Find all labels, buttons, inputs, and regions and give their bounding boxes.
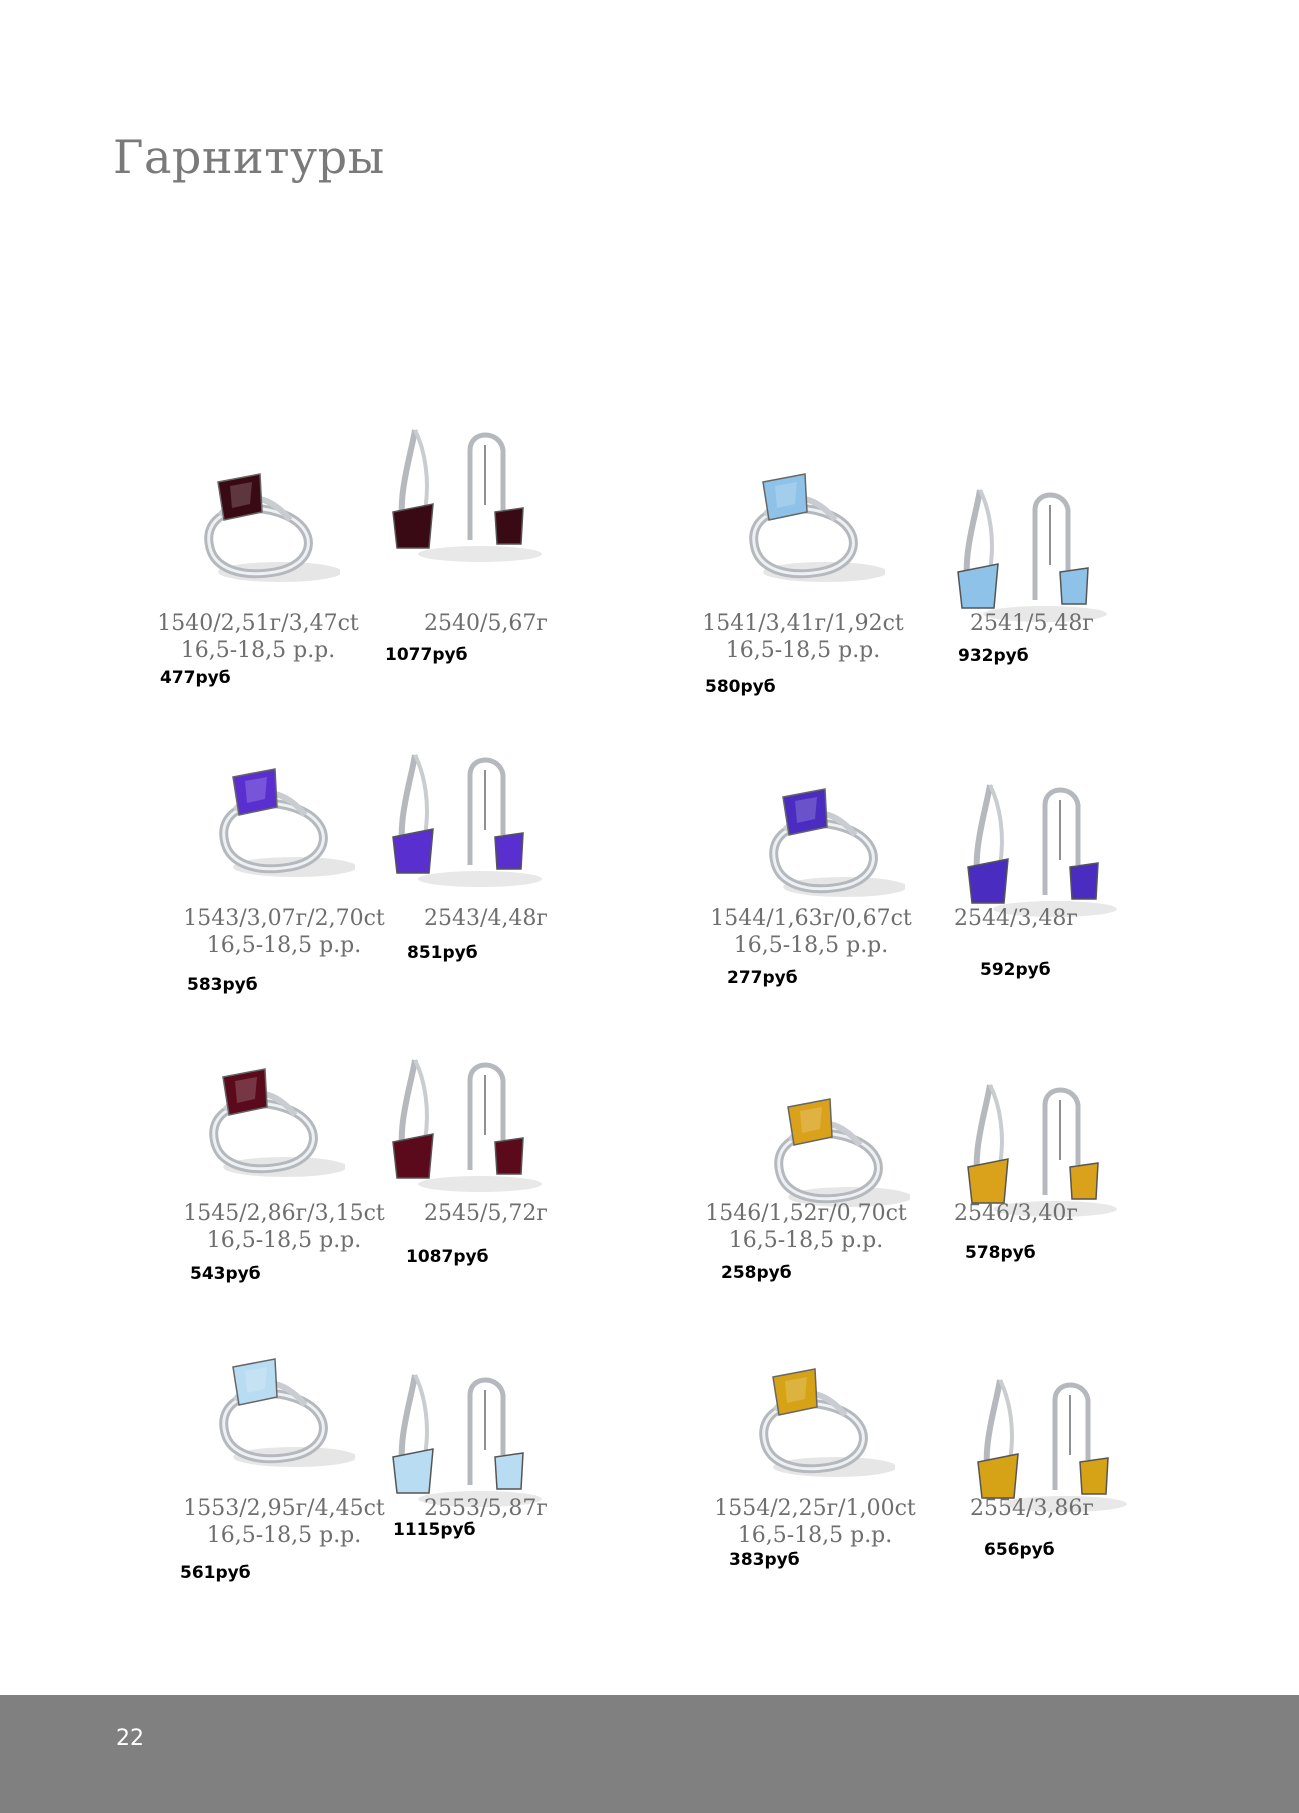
- earrings-label: 2541/5,48г: [970, 610, 1094, 637]
- ring-sizes: 16,5-18,5 р.р.: [725, 638, 881, 663]
- ring-sizes: 16,5-18,5 р.р.: [737, 1523, 893, 1548]
- ring-sizes: 16,5-18,5 р.р.: [206, 1228, 362, 1253]
- ring-code: 1553/2,95г/4,45ct: [183, 1496, 385, 1521]
- ring-sizes: 16,5-18,5 р.р.: [180, 638, 336, 663]
- earrings-price: 656руб: [984, 1540, 1055, 1560]
- page-number: 22: [116, 1726, 144, 1751]
- earrings-code: 2540/5,67г: [424, 611, 548, 636]
- ring-icon: [205, 1358, 357, 1479]
- ring-image: [745, 1355, 897, 1489]
- earrings-icon: [960, 1084, 1120, 1229]
- earrings-code: 2546/3,40г: [954, 1201, 1078, 1226]
- ring-label: 1546/1,52г/0,70ct 16,5-18,5 р.р.: [705, 1200, 906, 1254]
- ring-image: [205, 755, 357, 889]
- ring-price: 583руб: [187, 975, 258, 995]
- earrings-icon: [960, 784, 1120, 929]
- ring-code: 1541/3,41г/1,92ct: [702, 611, 904, 636]
- ring-label: 1545/2,86г/3,15ct 16,5-18,5 р.р.: [183, 1200, 384, 1254]
- earrings-image: [385, 1050, 545, 1204]
- earrings-icon: [970, 1379, 1130, 1524]
- earrings-code: 2553/5,87г: [424, 1496, 548, 1521]
- earrings-price: 932руб: [958, 646, 1029, 666]
- ring-code: 1546/1,52г/0,70ct: [705, 1201, 907, 1226]
- earrings-code: 2545/5,72г: [424, 1201, 548, 1226]
- ring-icon: [745, 1368, 897, 1489]
- ring-icon: [755, 788, 907, 909]
- ring-image: [735, 460, 887, 594]
- earrings-icon: [385, 429, 545, 574]
- ring-image: [755, 775, 907, 909]
- earrings-code: 2544/3,48г: [954, 906, 1078, 931]
- ring-label: 1541/3,41г/1,92ct 16,5-18,5 р.р.: [702, 610, 903, 664]
- earrings-image: [950, 480, 1110, 634]
- ring-sizes: 16,5-18,5 р.р.: [733, 933, 889, 958]
- ring-price: 580руб: [705, 677, 776, 697]
- ring-image: [760, 1085, 912, 1219]
- earrings-price: 578руб: [965, 1243, 1036, 1263]
- earrings-icon: [950, 489, 1110, 634]
- earrings-label: 2543/4,48г: [424, 905, 548, 932]
- ring-icon: [195, 1068, 347, 1189]
- ring-price: 277руб: [727, 968, 798, 988]
- earrings-icon: [385, 1374, 545, 1519]
- ring-icon: [735, 473, 887, 594]
- ring-code: 1540/2,51г/3,47ct: [157, 611, 359, 636]
- ring-price: 477руб: [160, 668, 231, 688]
- earrings-code: 2543/4,48г: [424, 906, 548, 931]
- ring-label: 1544/1,63г/0,67ct 16,5-18,5 р.р.: [710, 905, 911, 959]
- page-footer: [0, 1695, 1299, 1813]
- earrings-image: [970, 1370, 1130, 1524]
- earrings-label: 2540/5,67г: [424, 610, 548, 637]
- ring-image: [195, 1055, 347, 1189]
- earrings-image: [385, 1365, 545, 1519]
- ring-sizes: 16,5-18,5 р.р.: [206, 1523, 362, 1548]
- earrings-code: 2554/3,86г: [970, 1496, 1094, 1521]
- earrings-price: 1087руб: [406, 1247, 489, 1267]
- ring-code: 1554/2,25г/1,00ct: [714, 1496, 916, 1521]
- earrings-icon: [385, 754, 545, 899]
- ring-price: 543руб: [190, 1264, 261, 1284]
- earrings-price: 1115руб: [393, 1520, 476, 1540]
- ring-icon: [205, 768, 357, 889]
- earrings-label: 2546/3,40г: [954, 1200, 1078, 1227]
- earrings-price: 1077руб: [385, 645, 468, 665]
- earrings-image: [385, 745, 545, 899]
- earrings-icon: [385, 1059, 545, 1204]
- ring-price: 561руб: [180, 1563, 251, 1583]
- earrings-image: [385, 420, 545, 574]
- earrings-image: [960, 775, 1120, 929]
- ring-code: 1545/2,86г/3,15ct: [183, 1201, 385, 1226]
- ring-code: 1544/1,63г/0,67ct: [710, 906, 912, 931]
- ring-label: 1554/2,25г/1,00ct 16,5-18,5 р.р.: [714, 1495, 915, 1549]
- ring-image: [205, 1345, 357, 1479]
- ring-sizes: 16,5-18,5 р.р.: [728, 1228, 884, 1253]
- ring-code: 1543/3,07г/2,70ct: [183, 906, 385, 931]
- earrings-price: 851руб: [407, 943, 478, 963]
- ring-icon: [190, 473, 342, 594]
- earrings-label: 2545/5,72г: [424, 1200, 548, 1227]
- earrings-price: 592руб: [980, 960, 1051, 980]
- earrings-label: 2544/3,48г: [954, 905, 1078, 932]
- ring-label: 1543/3,07г/2,70ct 16,5-18,5 р.р.: [183, 905, 384, 959]
- ring-icon: [760, 1098, 912, 1219]
- ring-sizes: 16,5-18,5 р.р.: [206, 933, 362, 958]
- page-title: Гарнитуры: [113, 130, 385, 184]
- earrings-label: 2554/3,86г: [970, 1495, 1094, 1522]
- earrings-code: 2541/5,48г: [970, 611, 1094, 636]
- earrings-label: 2553/5,87г: [424, 1495, 548, 1522]
- ring-price: 258руб: [721, 1263, 792, 1283]
- ring-label: 1553/2,95г/4,45ct 16,5-18,5 р.р.: [183, 1495, 384, 1549]
- earrings-image: [960, 1075, 1120, 1229]
- ring-price: 383руб: [729, 1550, 800, 1570]
- ring-image: [190, 460, 342, 594]
- ring-label: 1540/2,51г/3,47ct 16,5-18,5 р.р.: [157, 610, 358, 664]
